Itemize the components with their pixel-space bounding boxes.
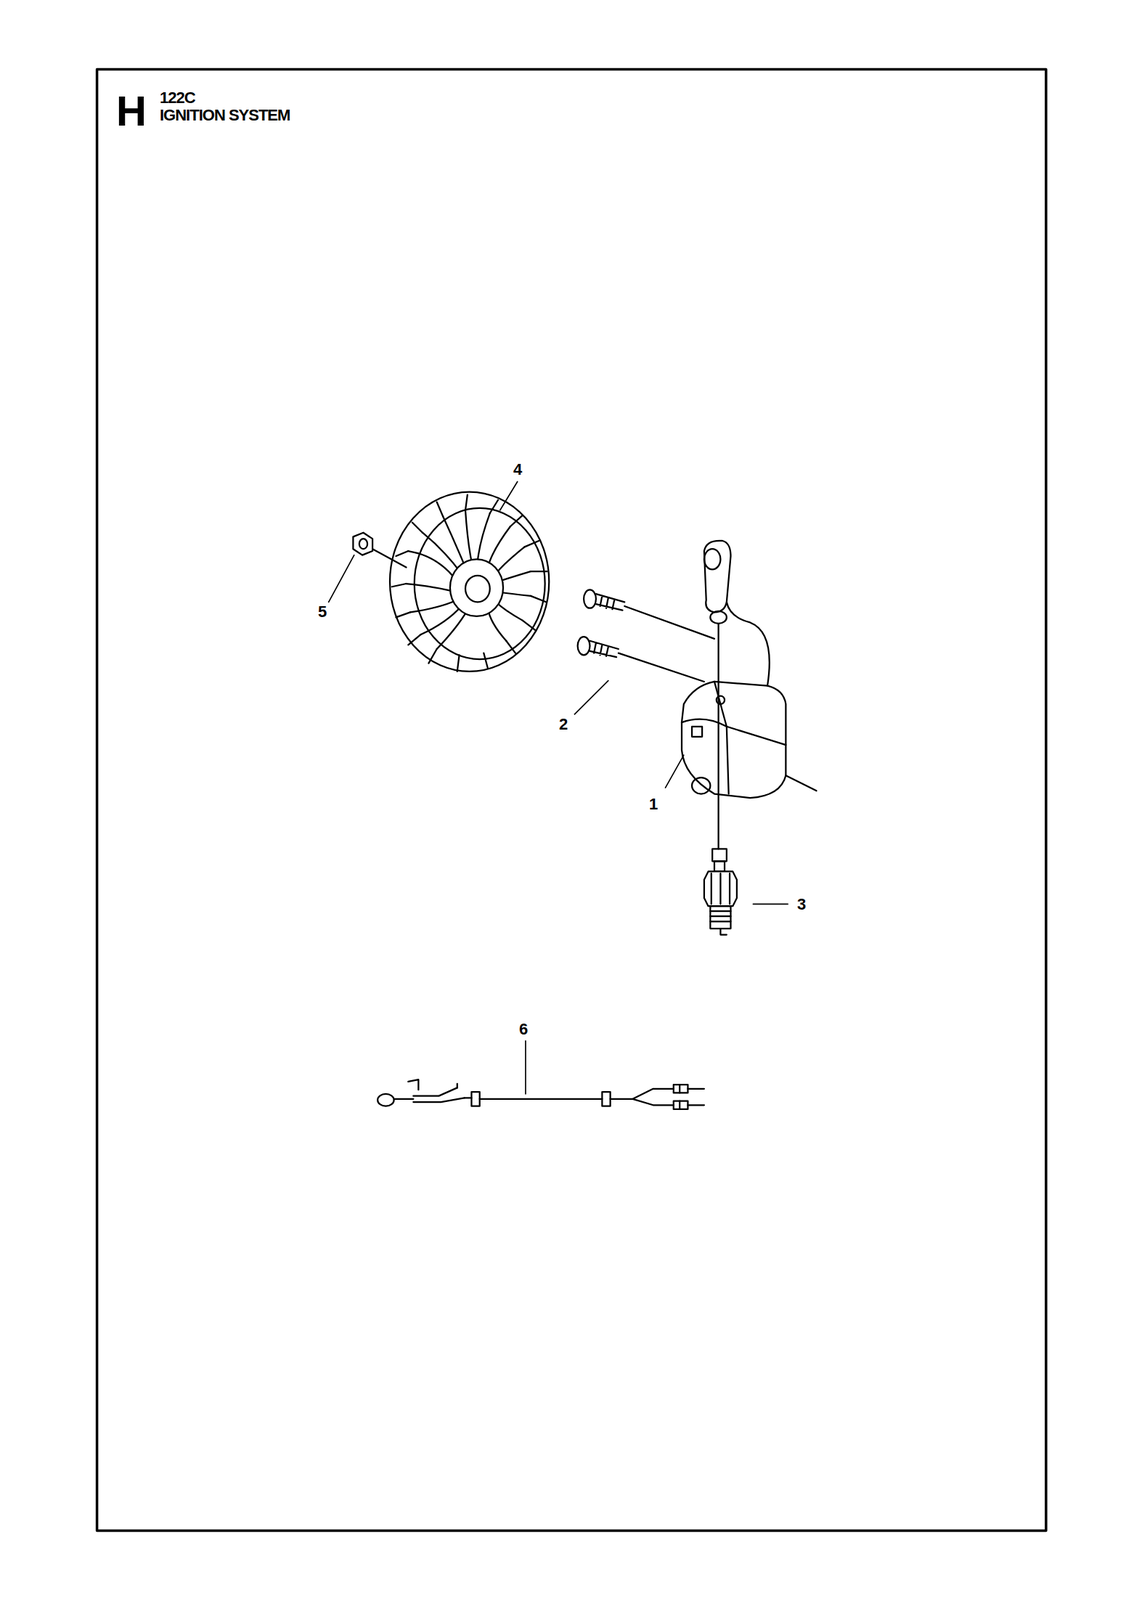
callout-number: 5 — [317, 604, 327, 621]
model-number: 122C — [159, 90, 196, 106]
callout-number: 4 — [513, 461, 522, 478]
callout-number: 6 — [519, 1021, 528, 1038]
screws — [577, 589, 715, 682]
section-title: IGNITION SYSTEM — [159, 107, 290, 124]
ignition-module — [681, 601, 817, 798]
spark-plug-boot — [704, 540, 732, 624]
plug-axis — [717, 624, 719, 849]
leader-lines — [328, 481, 789, 1094]
callout-number: 2 — [559, 716, 568, 733]
spark-plug — [704, 848, 737, 935]
callout-number: 3 — [797, 896, 806, 913]
section-letter: H — [116, 90, 147, 133]
flywheel-nut — [352, 532, 406, 568]
page-frame — [97, 69, 1047, 1532]
flywheel — [389, 492, 549, 672]
wire-harness — [377, 1079, 705, 1110]
callout-number: 1 — [649, 796, 658, 813]
